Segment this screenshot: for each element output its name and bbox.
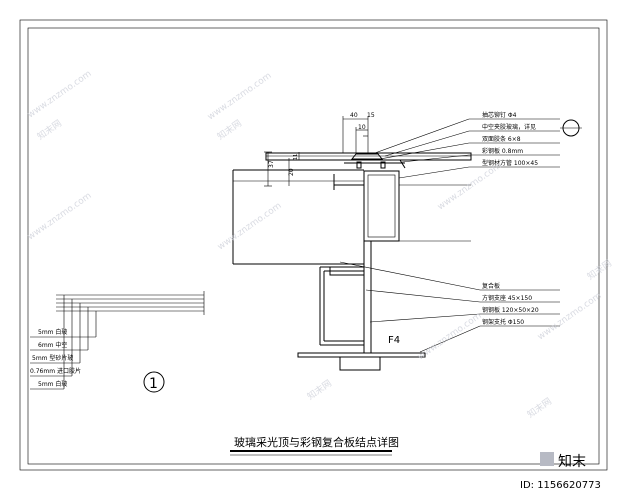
dim-label-15: 15 [367, 112, 375, 119]
base-support [339, 356, 381, 371]
section-detail: 40 15 10 37 20 11 抽芯铆钉 Φ4 中空夹胶玻璃，详见 双面胶条… [232, 111, 582, 371]
inner-frame [27, 27, 600, 465]
sealant-bead [350, 153, 384, 160]
detail-number: 1 [149, 376, 158, 392]
watermark-stamp: 知末网 [525, 395, 554, 420]
watermark-site: www.znzmo.com [26, 191, 94, 242]
rivet [380, 161, 386, 169]
callout-steel-plate: 钢钢板 120×50×20 [482, 306, 539, 314]
callout-color-steel: 彩钢板 0.8mm [482, 147, 523, 155]
steel-column [363, 240, 372, 354]
watermark-stamp: 知末网 [35, 117, 64, 142]
dim-label-37: 37 [268, 160, 275, 168]
rivet [356, 161, 362, 169]
watermark-stamp: 知末网 [305, 377, 334, 402]
watermarks: www.znzmo.com www.znzmo.com www.znzmo.co… [26, 69, 614, 420]
base-plate [297, 352, 426, 358]
watermark-site: www.znzmo.com [416, 311, 484, 362]
watermark-stamp: 知末网 [585, 257, 614, 282]
steel-tube-upper [363, 170, 400, 242]
callout-rivet: 抽芯铆钉 Φ4 [482, 111, 517, 119]
legend-item: 5mm 型砂片玻 [32, 354, 73, 362]
callouts-bottom: 复合板 方钢支座 45×150 钢钢板 120×50×20 钢架支托 Φ150 [482, 282, 539, 326]
dim-label-10: 10 [358, 124, 366, 131]
watermark-site: www.znzmo.com [216, 201, 284, 252]
drawing-title: 玻璃采光顶与彩钢复合板结点详图 [234, 435, 399, 449]
dim-label-40: 40 [350, 112, 358, 119]
leader-lines-bottom [339, 261, 560, 353]
dimension-lines [264, 116, 369, 187]
callout-steel-tube: 型钢材方管 100×45 [482, 159, 538, 167]
brand-name: 知末 [558, 453, 586, 470]
watermark-site: www.znzmo.com [536, 291, 604, 342]
dim-label-20: 20 [288, 168, 295, 176]
legend-item: 5mm 白玻 [38, 380, 67, 388]
watermark-site: www.znzmo.com [26, 69, 94, 120]
composite-panel-bracket [319, 266, 364, 346]
callout-square-support: 方钢支座 45×150 [482, 294, 532, 302]
watermark-site: www.znzmo.com [436, 161, 504, 212]
legend-item: 6mm 中空 [38, 341, 67, 349]
outer-frame [19, 19, 608, 471]
image-id: ID: 1156620773 [520, 480, 601, 491]
glass-layer-legend: 5mm 白玻 6mm 中空 5mm 型砂片玻 0.76mm 进口胶片 5mm 白… [30, 291, 205, 390]
callout-glass: 中空夹胶玻璃，详见 [482, 123, 536, 131]
detail-number-circle [143, 371, 165, 393]
callouts-top: 抽芯铆钉 Φ4 中空夹胶玻璃，详见 双面胶条 6×8 彩钢板 0.8mm 型钢材… [482, 111, 538, 167]
callout-composite-panel: 复合板 [482, 282, 500, 290]
brand-logo-icon [540, 452, 554, 466]
leader-lines-top [374, 118, 560, 179]
legend-item: 5mm 白玻 [38, 328, 67, 336]
legend-item: 0.76mm 进口胶片 [30, 367, 81, 375]
watermark-stamp: 知末网 [215, 117, 244, 142]
watermark-site: www.znzmo.com [206, 71, 274, 122]
dim-label-11: 11 [293, 154, 299, 160]
callout-frame-support: 钢架支托 Φ150 [482, 318, 524, 326]
section-label: F4 [388, 335, 400, 346]
callout-tape: 双面胶条 6×8 [482, 135, 521, 143]
